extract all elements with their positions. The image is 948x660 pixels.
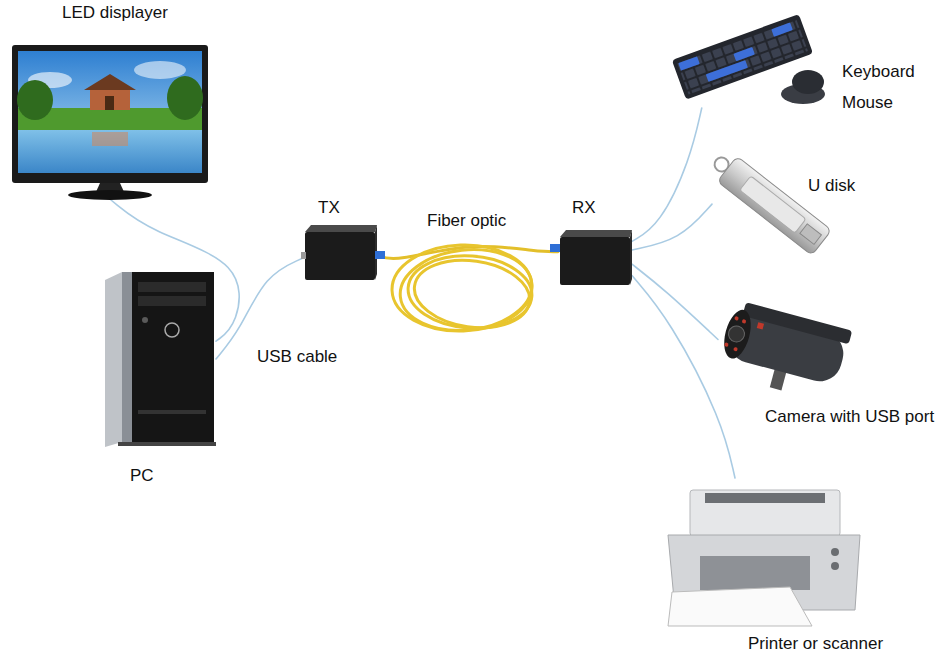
- device-node: TX: [303, 225, 377, 282]
- u-disk-illustration: [706, 148, 831, 256]
- device-label: Printer or scanner: [748, 634, 883, 654]
- cable-label: USB cable: [255, 347, 339, 367]
- device-label: U disk: [808, 176, 855, 196]
- device-node: Camera with USB port: [718, 308, 848, 398]
- cable-connector: [632, 264, 718, 339]
- device-node: LED displayer: [10, 42, 212, 200]
- device-label: Keyboard Mouse: [842, 56, 915, 118]
- cable-connector: [632, 204, 712, 250]
- cable-connector: [632, 276, 735, 478]
- fiber-coil-illustration: [391, 243, 536, 337]
- device-label: TX: [318, 198, 340, 218]
- device-node: PC: [104, 270, 216, 448]
- camera-illustration: [715, 299, 853, 404]
- rx-box-illustration: [550, 230, 632, 285]
- device-node: RX: [558, 230, 632, 287]
- printer-illustration: [668, 490, 860, 626]
- device-label: LED displayer: [62, 3, 168, 23]
- tx-box-illustration: [301, 225, 385, 280]
- pc-tower-illustration: [105, 272, 216, 447]
- device-node: Printer or scanner: [663, 478, 863, 628]
- device-label: RX: [572, 198, 596, 218]
- device-label: PC: [130, 466, 154, 486]
- device-node: Keyboard Mouse: [663, 12, 818, 108]
- mouse-illustration: [781, 70, 825, 104]
- cable-connector: [216, 258, 303, 359]
- device-label: Camera with USB port: [765, 407, 934, 427]
- device-node: U disk: [712, 160, 834, 258]
- monitor-illustration: [12, 45, 208, 200]
- cable-label: Fiber optic: [425, 211, 508, 231]
- cable-connector: [632, 108, 702, 241]
